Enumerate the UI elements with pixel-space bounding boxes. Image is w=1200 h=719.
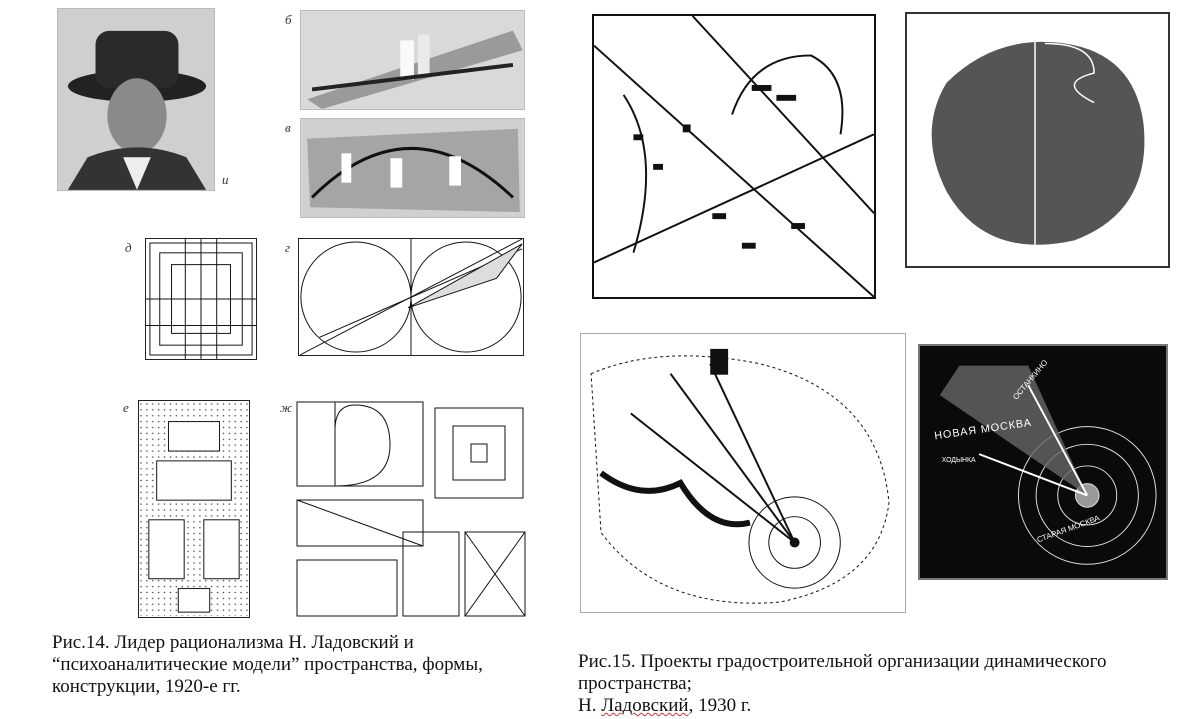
figure-label-b: б [285, 12, 292, 27]
geometric-drawing-g [298, 238, 524, 356]
model-drawing-v [302, 119, 523, 217]
city-map-drawing [580, 333, 906, 613]
plan-lines-e [139, 401, 249, 617]
figure-label-d: д [125, 240, 132, 255]
figure14-caption-line2: “психоаналитические модели” пространства… [52, 654, 483, 675]
figure-label-v: в [285, 120, 291, 135]
model-drawing-b [302, 11, 523, 109]
figure-label-g: г [285, 240, 291, 255]
city-plan-drawing [592, 14, 876, 299]
figure15-caption-line1: Рис.15. Проекты градостроительной органи… [578, 651, 1107, 672]
radial-map-drawing: НОВАЯ МОСКВА СТАРАЯ МОСКВА ОСТАНКИНО ХОД… [918, 344, 1168, 580]
figure14-caption-line3: конструкции, 1920-е гг. [52, 676, 241, 697]
proportion-drawing-zh [295, 400, 527, 618]
plan-drawing-d [145, 238, 257, 360]
figure15-caption-author: Ладовский [601, 695, 689, 716]
model-photo-v [300, 118, 525, 218]
figure15-caption-year: , 1930 г. [688, 695, 752, 716]
plan-lines-d [146, 239, 256, 359]
portrait-drawing [58, 9, 214, 190]
geometric-lines-g [299, 239, 523, 355]
figure-label-e: е [123, 400, 129, 415]
model-photo-b [300, 10, 525, 110]
portrait-photo [57, 8, 215, 191]
figure15-caption-prefix: Н. [578, 695, 602, 716]
plan-drawing-e [138, 400, 250, 618]
figure-label-zh: ж [280, 400, 293, 415]
growth-map-drawing [905, 12, 1170, 268]
growth-map-shapes [931, 23, 1145, 251]
figure14-caption: Рис.14. Лидер рационализма Н. Ладовский … [52, 632, 522, 698]
proportion-lines-zh [296, 401, 526, 617]
city-map-lines [590, 348, 890, 604]
figure15-caption-line3: Н. Ладовский, 1930 г. [578, 695, 1178, 717]
figure15-caption-line2: пространства; [578, 673, 692, 694]
city-plan-lines [594, 16, 874, 297]
radial-map-shapes: НОВАЯ МОСКВА СТАРАЯ МОСКВА ОСТАНКИНО ХОД… [920, 346, 1166, 578]
figure14-caption-line1: Рис.14. Лидер рационализма Н. Ладовский … [52, 632, 414, 653]
khodynka-label: ХОДЫНКА [942, 457, 976, 464]
figure-label-a: и [222, 172, 229, 187]
figure15-caption: Рис.15. Проекты градостроительной органи… [578, 651, 1178, 717]
